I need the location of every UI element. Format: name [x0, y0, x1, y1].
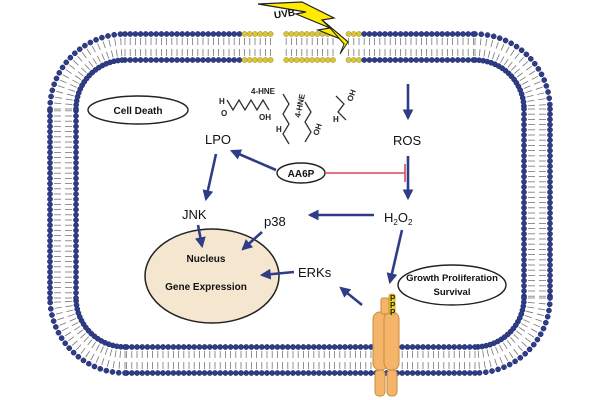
arrow-lpo-to-jnk [202, 153, 218, 202]
arrow-p38-to-nucleus [241, 231, 263, 251]
arrow-h2o2-to-receptor [386, 229, 404, 285]
arrow-erks-to-nucleus [259, 268, 295, 280]
oh-label-3: OH [345, 88, 358, 103]
cell-membrane [47, 31, 553, 376]
aa6p-label: AA6P [288, 169, 315, 180]
nucleus [144, 228, 280, 324]
gene-expression-label: Gene Expression [165, 282, 247, 293]
survival-label: Survival [434, 287, 471, 298]
phospho-label-2: P [390, 301, 396, 310]
lpo-label: LPO [205, 132, 231, 147]
arrow-receptor-to-erks [339, 286, 363, 307]
hne-label-2: 4-HNE [293, 92, 307, 118]
inhibition-bar-icon [325, 164, 406, 182]
erks-label: ERKs [298, 265, 332, 280]
phospho-label-3: P [390, 308, 396, 317]
h-label-3: H [333, 115, 339, 124]
uvb-label: UVB [273, 8, 295, 22]
h2o2-label: H2O2 [384, 210, 413, 227]
cell-death-label: Cell Death [114, 106, 163, 117]
growth-survival-oval [397, 264, 507, 306]
pathway-arrows [195, 84, 414, 307]
lightning-bolt-icon [257, 1, 349, 55]
phospho-label-1: P [390, 294, 396, 303]
p38-label: p38 [264, 214, 286, 229]
nucleus-label: Nucleus [187, 254, 226, 265]
arrow-jnk-to-nucleus [195, 224, 206, 249]
jnk-label: JNK [182, 207, 207, 222]
hne-label-1: 4-HNE [251, 87, 276, 96]
ros-label: ROS [393, 133, 422, 148]
cell-death-oval [87, 95, 189, 125]
hne-molecules [226, 93, 347, 145]
arrow-aa6p-to-lpo [229, 149, 277, 172]
receptor-icon [372, 293, 400, 397]
growth-proliferation-label: Growth Proliferation [406, 273, 498, 284]
h-label-2: H [276, 125, 282, 134]
h-label-1: H [219, 97, 225, 106]
o-label-1: O [221, 109, 227, 118]
oh-label-2: OH [311, 122, 324, 137]
oh-label-1: OH [259, 113, 271, 122]
